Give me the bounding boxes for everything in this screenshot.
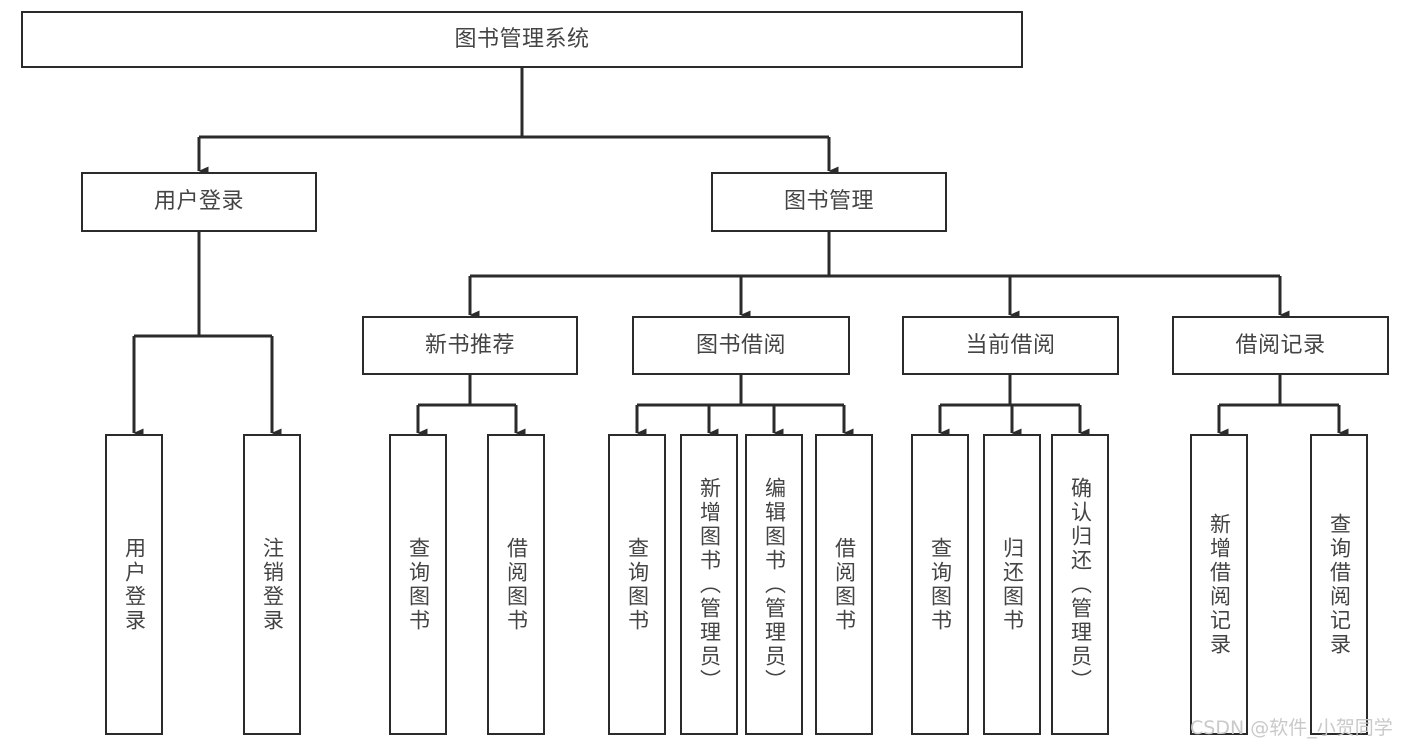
node-leaf-user-login[interactable]: 用户登录 (105, 434, 163, 735)
node-root[interactable]: 图书管理系统 (21, 11, 1023, 68)
node-label-leaf-borrow-book-1: 借阅图书 (504, 536, 529, 633)
node-leaf-query-book-2[interactable]: 查询图书 (608, 434, 666, 735)
node-book-manage[interactable]: 图书管理 (711, 172, 947, 232)
node-label-borrow-record: 借阅记录 (1235, 332, 1326, 358)
node-leaf-return-book[interactable]: 归还图书 (983, 434, 1041, 735)
node-label-leaf-query-book-3: 查询图书 (928, 536, 953, 633)
node-leaf-query-record[interactable]: 查询借阅记录 (1310, 434, 1368, 735)
node-label-leaf-confirm-return: 确认归还（管理员） (1068, 476, 1093, 693)
node-label-book-manage: 图书管理 (783, 189, 874, 215)
node-leaf-add-record[interactable]: 新增借阅记录 (1190, 434, 1248, 735)
node-book-borrow[interactable]: 图书借阅 (632, 316, 850, 375)
node-label-leaf-add-record: 新增借阅记录 (1207, 512, 1232, 657)
node-user-login[interactable]: 用户登录 (81, 172, 317, 232)
node-label-book-borrow: 图书借阅 (695, 332, 786, 358)
node-leaf-query-book-1[interactable]: 查询图书 (389, 434, 447, 735)
node-label-leaf-user-login: 用户登录 (122, 536, 147, 633)
node-leaf-query-book-3[interactable]: 查询图书 (911, 434, 969, 735)
node-label-leaf-query-book-1: 查询图书 (406, 536, 431, 633)
node-label-user-login: 用户登录 (153, 189, 244, 215)
node-leaf-logout[interactable]: 注销登录 (243, 434, 301, 735)
node-leaf-borrow-book-1[interactable]: 借阅图书 (487, 434, 545, 735)
node-label-leaf-add-book: 新增图书（管理员） (697, 476, 722, 693)
edges-group (132, 68, 1349, 438)
node-leaf-borrow-book-2[interactable]: 借阅图书 (815, 434, 873, 735)
node-label-leaf-borrow-book-2: 借阅图书 (832, 536, 857, 633)
node-borrow-record[interactable]: 借阅记录 (1172, 316, 1389, 375)
node-label-leaf-logout: 注销登录 (260, 536, 285, 633)
node-leaf-edit-book[interactable]: 编辑图书（管理员） (745, 434, 803, 735)
node-label-root: 图书管理系统 (454, 26, 590, 52)
node-label-new-book-recommend: 新书推荐 (424, 332, 515, 358)
node-label-current-borrow: 当前借阅 (965, 332, 1056, 358)
node-label-leaf-query-record: 查询借阅记录 (1327, 512, 1352, 657)
node-current-borrow[interactable]: 当前借阅 (902, 316, 1119, 375)
node-new-book-recommend[interactable]: 新书推荐 (362, 316, 578, 375)
node-leaf-confirm-return[interactable]: 确认归还（管理员） (1051, 434, 1109, 735)
node-leaf-add-book[interactable]: 新增图书（管理员） (680, 434, 738, 735)
node-label-leaf-return-book: 归还图书 (1000, 536, 1025, 633)
node-label-leaf-edit-book: 编辑图书（管理员） (762, 476, 787, 693)
node-label-leaf-query-book-2: 查询图书 (625, 536, 650, 633)
